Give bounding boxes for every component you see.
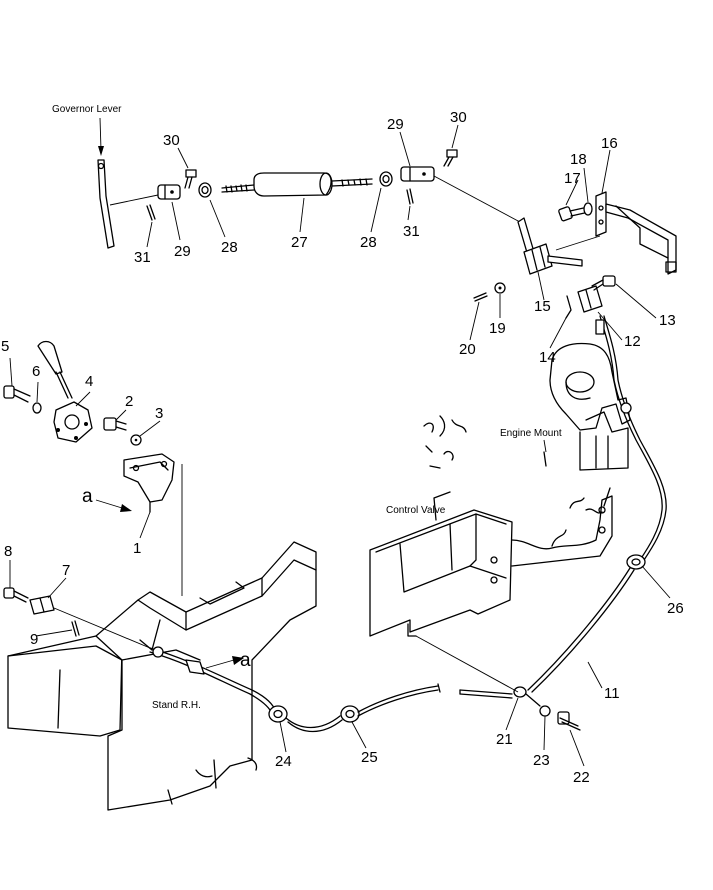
- pin-20: [473, 292, 488, 302]
- bolt-13: [591, 275, 616, 291]
- part-number-31-right: 31: [403, 223, 420, 240]
- part-number-4: 4: [85, 373, 93, 390]
- grommet-25: [340, 705, 360, 723]
- clevis-29-left: [157, 184, 181, 200]
- stand-rh-label: Stand R.H.: [152, 700, 201, 711]
- nut-28-right: [379, 171, 393, 187]
- control-valve-label: Control Valve: [386, 505, 446, 516]
- engine-mount-label: Engine Mount: [500, 428, 562, 439]
- part-number-3: 3: [155, 405, 163, 422]
- bolt-22: [557, 711, 581, 731]
- bracket-16: [595, 191, 677, 275]
- arrow-a-bottom: [205, 656, 244, 669]
- engine-mount: [543, 342, 631, 471]
- part-number-19: 19: [489, 320, 506, 337]
- control-lever-4: [37, 340, 93, 443]
- valve-link-line: [415, 635, 519, 693]
- governor-lever-label: Governor Lever: [52, 104, 122, 115]
- cable-7-line: [53, 607, 151, 649]
- part-number-30-left: 30: [163, 132, 180, 149]
- clevis-29-right: [400, 166, 435, 182]
- control-valve: [369, 415, 613, 637]
- part-number-18: 18: [570, 151, 587, 168]
- part-number-1: 1: [133, 540, 141, 557]
- part-number-30-right: 30: [450, 109, 467, 126]
- clamp-21: [513, 686, 541, 707]
- part-number-29-right: 29: [387, 116, 404, 133]
- part-number-17: 17: [564, 170, 581, 187]
- pin-9: [71, 620, 80, 637]
- part-number-15: 15: [534, 298, 551, 315]
- cable-11-lower: [527, 567, 631, 691]
- part-number-5: 5: [1, 338, 9, 355]
- part-number-22: 22: [573, 769, 590, 786]
- cable-11-upper: [599, 315, 663, 561]
- part-number-24: 24: [275, 753, 292, 770]
- arrow-a-top: [95, 499, 132, 512]
- part-number-7: 7: [62, 562, 70, 579]
- governor-lever: [97, 117, 159, 249]
- part-number-2: 2: [125, 393, 133, 410]
- bolt-8: [3, 587, 29, 603]
- spring-14: [565, 295, 572, 319]
- part-number-27: 27: [291, 234, 308, 251]
- split-pin-31-right: [406, 188, 414, 205]
- part-number-28-right: 28: [360, 234, 377, 251]
- washer-23: [539, 705, 551, 717]
- bracket-1: [123, 453, 175, 513]
- view-a-label-bottom: a: [240, 650, 251, 671]
- bolt-2: [103, 417, 127, 431]
- part-number-9: 9: [30, 631, 38, 648]
- washer-19: [494, 282, 506, 294]
- part-number-12: 12: [624, 333, 641, 350]
- clamp-12: [577, 285, 603, 313]
- nut-28-left: [198, 182, 212, 198]
- grommet-24: [268, 705, 288, 723]
- grommet-26: [626, 554, 646, 570]
- rod-27: [221, 172, 373, 197]
- part-number-28-left: 28: [221, 239, 238, 256]
- washer-18: [583, 202, 593, 216]
- part-number-21: 21: [496, 731, 513, 748]
- part-number-20: 20: [459, 341, 476, 358]
- part-number-6: 6: [32, 363, 40, 380]
- washer-3: [130, 434, 142, 446]
- split-pin-31-left: [146, 204, 156, 221]
- cable-stand: [149, 647, 277, 713]
- cable-end-7: [29, 595, 55, 615]
- washer-6: [32, 402, 42, 414]
- part-number-23: 23: [533, 752, 550, 769]
- part-number-25: 25: [361, 749, 378, 766]
- bolt-17: [558, 206, 590, 222]
- bolt-5: [3, 385, 31, 403]
- part-number-14: 14: [539, 349, 556, 366]
- link-line: [433, 175, 521, 223]
- part-number-29-left: 29: [174, 243, 191, 260]
- bolt-30-left: [184, 169, 197, 189]
- stand-rh: [7, 541, 317, 811]
- view-a-label-top: a: [82, 486, 93, 507]
- part-number-26: 26: [667, 600, 684, 617]
- cable-connector: [152, 646, 205, 675]
- part-number-31-left: 31: [134, 249, 151, 266]
- part-number-16: 16: [601, 135, 618, 152]
- bolt-30-right: [443, 149, 458, 167]
- cable-end: [595, 319, 632, 414]
- lever-15: [517, 217, 601, 275]
- part-number-11: 11: [604, 685, 620, 702]
- leader-lines: [9, 124, 671, 767]
- part-number-13: 13: [659, 312, 676, 329]
- part-number-8: 8: [4, 543, 12, 560]
- part-numbers: 1 2 3 4 5 6 7 8 9 11 12 13 14 15 16 17 1…: [1, 109, 684, 786]
